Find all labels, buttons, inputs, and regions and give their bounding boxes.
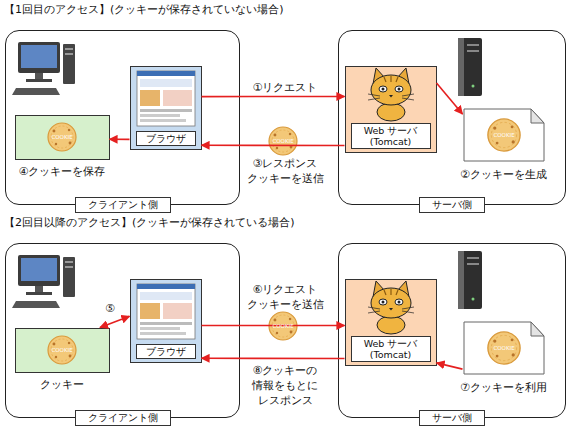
panel-tab-label: サーバ側 — [419, 197, 485, 213]
browser-screenshot — [137, 284, 195, 339]
web-server-box: Web サーバ (Tomcat) — [345, 66, 437, 153]
arrow-label: ⑥リクエスト クッキーを送信 — [235, 282, 335, 312]
arrow-label: ①リクエスト — [230, 80, 340, 95]
cookie-store-box: ④クッキーを保存 — [15, 115, 110, 160]
browser-box: ブラウザ — [130, 66, 202, 150]
red-arrow — [437, 83, 463, 114]
computer-icon — [12, 255, 75, 308]
panel-tab-label: クライアント側 — [75, 410, 171, 426]
cookie-text: COOKIE — [272, 138, 293, 144]
red-arrow — [110, 138, 130, 140]
red-arrow — [100, 316, 130, 327]
file-label: ⑦クッキーを利用 — [460, 381, 547, 395]
browser-screenshot — [137, 71, 195, 126]
arrow-label: ⑧クッキーの 情報をもとに レスポンス — [240, 363, 330, 408]
red-arrow — [202, 325, 345, 327]
tomcat-logo — [368, 281, 414, 334]
side-panel: クライアント側④クッキーを保存ブラウザ — [5, 30, 240, 205]
browser-label: ブラウザ — [136, 131, 196, 146]
cookie-icon — [488, 332, 520, 364]
arrow-label: ③レスポンス クッキーを送信 — [235, 156, 335, 186]
cookie-store-box: クッキー — [15, 328, 110, 373]
side-panel: クライアント側クッキーブラウザ — [5, 243, 240, 418]
red-arrow — [437, 363, 463, 369]
server-label: Web サーバ (Tomcat) — [351, 123, 431, 149]
section-heading: 【1回目のアクセス】(クッキーが保存されていない場合) — [4, 3, 284, 17]
cookie-file: ②クッキーを生成 — [463, 108, 545, 162]
cookie-text: COOKIE — [272, 323, 293, 329]
side-panel: サーバ側Web サーバ (Tomcat)⑦クッキーを利用 — [338, 243, 566, 418]
browser-label: ブラウザ — [136, 344, 196, 359]
file-sheet — [464, 109, 544, 161]
web-server-box: Web サーバ (Tomcat) — [345, 279, 437, 366]
red-arrow — [202, 145, 345, 147]
server-icon — [458, 38, 482, 96]
store-label: ④クッキーを保存 — [19, 165, 106, 179]
red-arrow — [202, 96, 345, 98]
file-outline — [463, 321, 545, 375]
side-panel: サーバ側Web サーバ (Tomcat)②クッキーを生成 — [338, 30, 566, 205]
computer-icon — [12, 42, 75, 95]
file-outline — [463, 108, 545, 162]
cookie-icon — [488, 119, 520, 151]
browser-box: ブラウザ — [130, 279, 202, 363]
panel-tab-label: サーバ側 — [419, 410, 485, 426]
file-fold — [531, 109, 544, 123]
cookie-icon — [269, 312, 297, 340]
panel-tab-label: クライアント側 — [75, 197, 171, 213]
file-sheet — [464, 322, 544, 374]
section-heading: 【2回目以降のアクセス】(クッキーが保存されている場合) — [4, 216, 295, 230]
cookie-icon — [48, 123, 76, 151]
file-fold — [531, 322, 544, 336]
cookie-icon — [48, 336, 76, 364]
cookie-file: ⑦クッキーを利用 — [463, 321, 545, 375]
red-arrow — [202, 357, 345, 359]
server-icon — [458, 251, 482, 309]
store-label: クッキー — [40, 378, 84, 392]
tomcat-logo — [368, 68, 414, 121]
cookie-icon — [269, 127, 297, 155]
server-label: Web サーバ (Tomcat) — [351, 336, 431, 362]
file-label: ②クッキーを生成 — [460, 168, 547, 182]
